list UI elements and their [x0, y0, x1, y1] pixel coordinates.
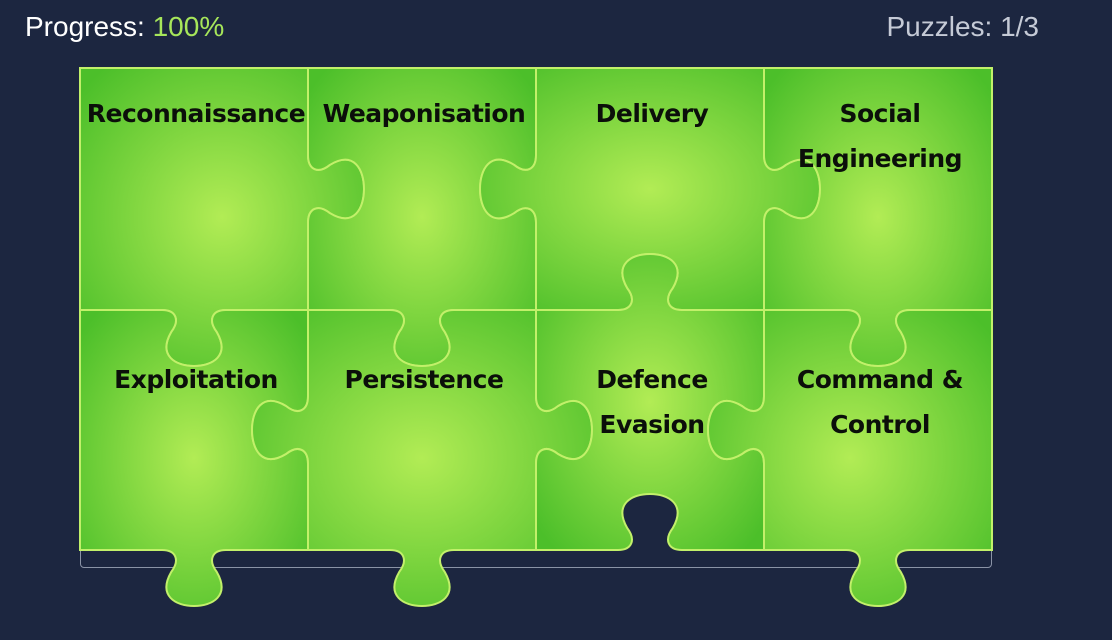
- puzzle-piece-label-line: Command &: [797, 365, 963, 394]
- puzzles-counter: Puzzles: 1/3: [886, 11, 1039, 42]
- puzzle-piece-label: Weaponisation: [323, 99, 526, 128]
- puzzle-piece-label-line: Delivery: [596, 99, 709, 128]
- puzzle-piece-label-line: Persistence: [345, 365, 504, 394]
- puzzle-piece-label-line: Control: [830, 410, 930, 439]
- puzzle-piece-label: Command & Control: [797, 365, 963, 439]
- puzzle-piece-exploitation[interactable]: Exploitation: [79, 309, 309, 608]
- puzzle-piece-label: Delivery: [596, 99, 709, 128]
- progress-label: Progress:: [25, 11, 145, 42]
- puzzle-piece-label-line: Engineering: [798, 144, 962, 173]
- puzzle-piece-command-and-control[interactable]: Command & Control: [706, 309, 993, 608]
- puzzle-piece-label-line: Defence: [596, 365, 708, 394]
- progress-indicator: Progress: 100%: [25, 11, 224, 43]
- puzzle-piece-label-line: Exploitation: [114, 365, 278, 394]
- puzzle-piece-shape: [706, 309, 993, 608]
- progress-value: 100%: [152, 11, 225, 42]
- header: Progress: 100% Puzzles: 1/3: [0, 0, 1112, 60]
- puzzle-piece-label-line: Social: [839, 99, 920, 128]
- puzzle-piece-label-line: Evasion: [599, 410, 704, 439]
- puzzle-piece-persistence[interactable]: Persistence: [250, 309, 594, 608]
- puzzle-piece-delivery[interactable]: Delivery: [478, 67, 822, 311]
- puzzle-piece-label: Persistence: [345, 365, 504, 394]
- puzzle-piece-label: Exploitation: [114, 365, 278, 394]
- puzzle-piece-label-line: Weaponisation: [323, 99, 526, 128]
- puzzle-piece-label-line: Reconnaissance: [87, 99, 305, 128]
- puzzle-piece-label: Reconnaissance: [87, 99, 305, 128]
